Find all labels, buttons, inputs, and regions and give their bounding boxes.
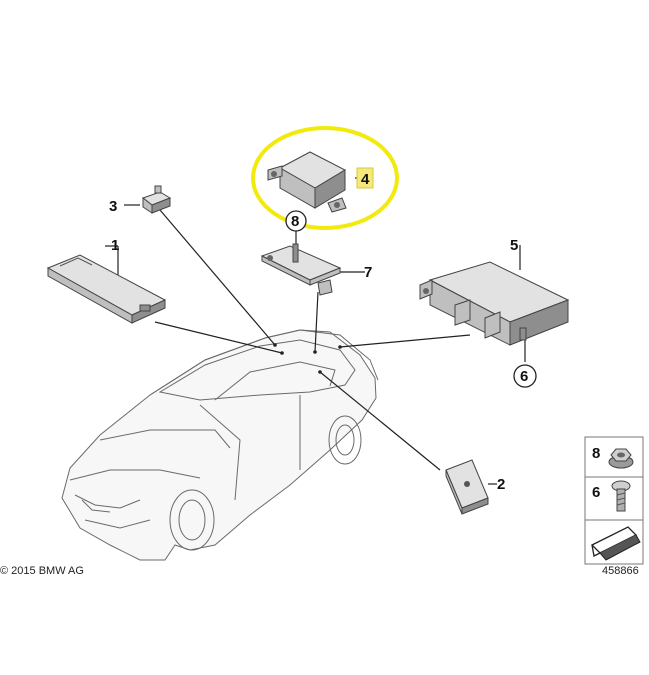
- legend-screw-number: 6: [592, 484, 600, 501]
- part-5-control-unit: [419, 261, 570, 346]
- part-label-6-circle: [513, 364, 537, 388]
- car-outline: [61, 329, 379, 561]
- highlight-ring: [251, 126, 399, 230]
- part-label-4[interactable]: 4: [361, 171, 370, 188]
- part-label-1[interactable]: 1: [111, 237, 119, 254]
- part-label-6[interactable]: 6: [520, 368, 528, 385]
- nut-icon: [608, 448, 634, 469]
- arrow-icon: [590, 526, 641, 561]
- fastener-legend: 8 6: [584, 436, 644, 565]
- copyright-text: © 2015 BMW AG: [0, 565, 84, 577]
- part-3-connector: [141, 185, 172, 214]
- part-4-module: [267, 151, 347, 213]
- screw-icon: [611, 480, 631, 512]
- part-label-3[interactable]: 3: [109, 198, 117, 215]
- leader-lines: [105, 177, 526, 485]
- part-label-8[interactable]: 8: [291, 213, 299, 230]
- diagram-id: 458866: [602, 565, 639, 577]
- part-label-2[interactable]: 2: [497, 476, 505, 493]
- part-1-module: [46, 254, 167, 324]
- legend-nut-number: 8: [592, 445, 600, 462]
- part-label-5[interactable]: 5: [510, 237, 518, 254]
- part-label-4-highlight: [356, 167, 374, 189]
- part-7-bracket: [260, 243, 342, 296]
- part-label-7[interactable]: 7: [364, 264, 372, 281]
- part-label-8-circle: [285, 210, 307, 232]
- part-2-module: [445, 459, 489, 515]
